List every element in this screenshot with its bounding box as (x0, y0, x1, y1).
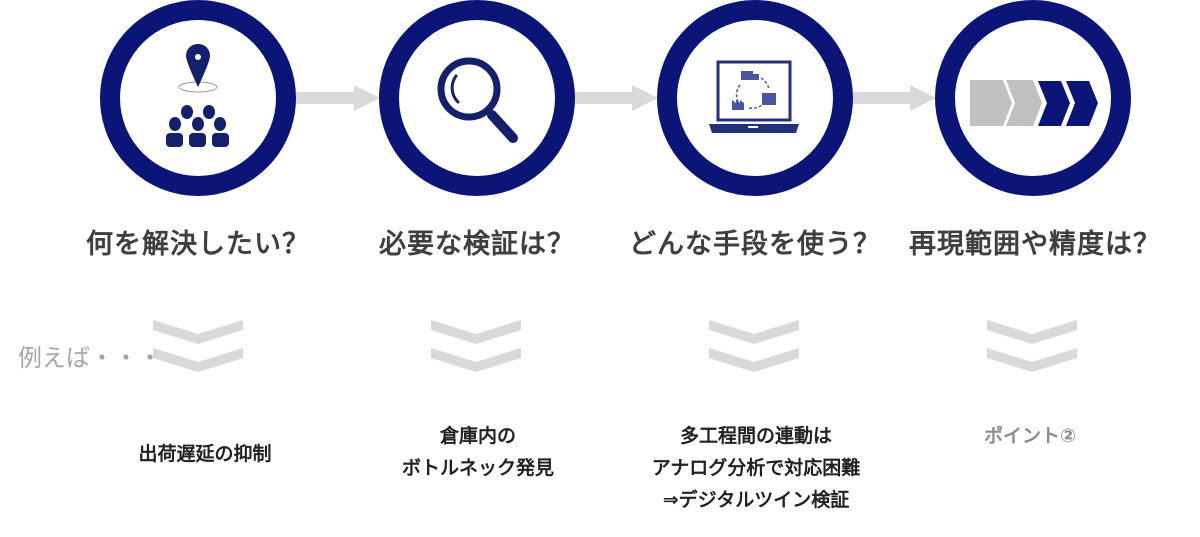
example-line: 出荷遅延の抑制 (138, 443, 272, 465)
step-4-example: ポイント② (880, 420, 1180, 452)
example-line: ボトルネック発見 (401, 457, 554, 479)
step-2-title: 必要な検証は？ (379, 229, 575, 260)
laptop-logistics-icon (709, 60, 799, 133)
example-line: ⇒デジタルツイン検証 (662, 489, 850, 511)
chevron-down-icon (987, 320, 1077, 372)
chevron-down-icon (709, 320, 799, 372)
arrow-right-icon (296, 85, 380, 111)
magnifier-icon (437, 57, 518, 143)
example-line: 倉庫内の (439, 425, 516, 447)
step-3-title: どんな手段を使う？ (629, 229, 881, 260)
chevron-down-icon (431, 320, 521, 372)
step-1-example: 出荷遅延の抑制 (55, 438, 355, 470)
chevron-down-icon (153, 320, 243, 372)
step-1-circle (100, 0, 296, 196)
arrow-right-icon (852, 85, 936, 111)
step-3-example: 多工程間の連動は アナログ分析で対応困難 ⇒デジタルツイン検証 (606, 420, 906, 516)
progress-chevrons-icon (970, 80, 1098, 126)
step-4-circle (935, 0, 1131, 196)
step-2-circle (379, 0, 575, 196)
example-line: 多工程間の連動は (679, 425, 832, 447)
example-label: 例えば・・・ (18, 344, 162, 372)
location-people-icon (166, 44, 229, 147)
step-4-title: 再現範囲や精度は？ (909, 229, 1161, 260)
step-3-circle (657, 0, 853, 196)
step-2-example: 倉庫内の ボトルネック発見 (328, 420, 628, 484)
example-line: アナログ分析で対応困難 (651, 457, 861, 479)
step-1-title: 何を解決したい？ (86, 229, 310, 260)
example-line: ポイント② (983, 425, 1077, 447)
arrow-right-icon (574, 85, 658, 111)
